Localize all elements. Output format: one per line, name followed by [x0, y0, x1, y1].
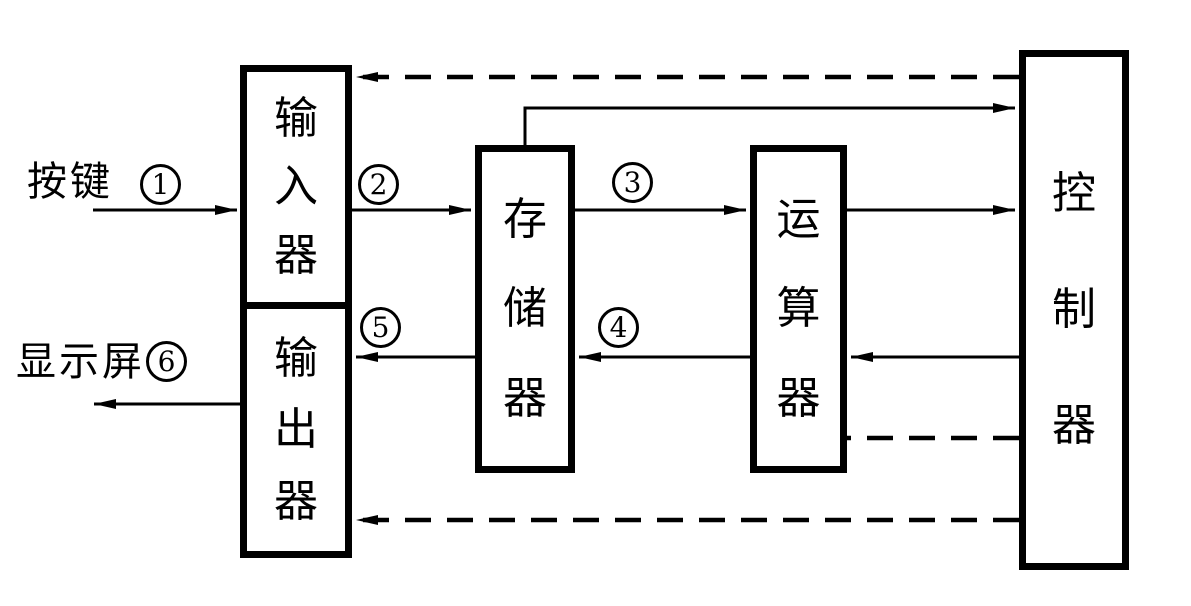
memory-label-char: 储	[503, 283, 547, 334]
step-marker-2: 2	[358, 164, 399, 205]
output-device-label-char: 出	[274, 404, 318, 455]
output-device-label-char: 器	[274, 475, 318, 527]
controller-label-char: 器	[1052, 400, 1096, 451]
input-device-block: 输 入 器	[240, 65, 352, 309]
controller-label-char: 制	[1052, 284, 1096, 335]
input-device-label-char: 输	[274, 92, 318, 144]
memory-top-to-controller-arrow	[523, 103, 1015, 145]
arithmetic-unit-block: 运 算 器	[750, 145, 847, 473]
memory-block: 存 储 器	[475, 145, 575, 473]
step-marker-1: 1	[140, 164, 181, 205]
arithmetic-unit-label-char: 算	[776, 283, 821, 334]
output-device-label-char: 输	[274, 332, 318, 384]
arithmetic-unit-label-char: 运	[776, 193, 821, 245]
keys-label: 按键	[27, 159, 113, 205]
memory-label-char: 存	[503, 193, 547, 245]
display-screen-label: 显示屏	[16, 339, 145, 385]
step-marker-3: 3	[612, 162, 653, 203]
input-device-label-char: 器	[274, 229, 318, 281]
step-marker-6: 6	[146, 341, 187, 382]
input-device-label-char: 入	[274, 161, 318, 212]
memory-label-char: 器	[503, 372, 547, 424]
controller-block: 控 制 器	[1019, 50, 1129, 570]
output-device-block: 输 出 器	[240, 302, 352, 558]
controller-label-char: 控	[1052, 168, 1096, 219]
step-marker-4: 4	[598, 307, 639, 348]
arithmetic-unit-label-char: 器	[776, 372, 821, 424]
step-marker-5: 5	[360, 307, 401, 348]
